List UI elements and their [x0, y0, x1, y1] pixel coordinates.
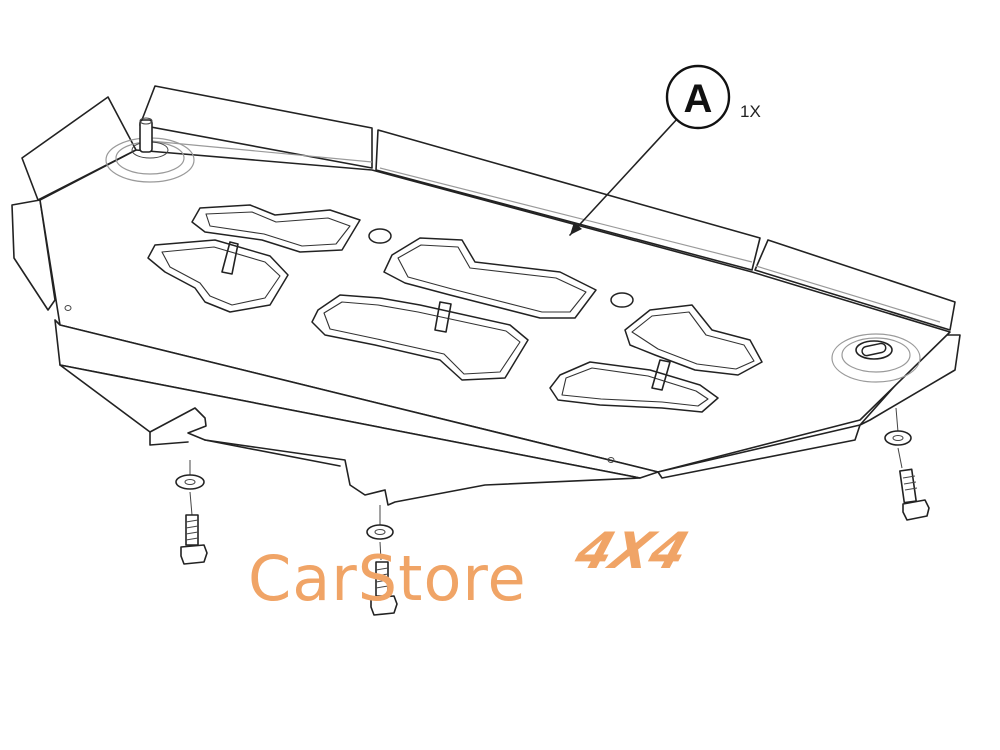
bolt-head [370, 595, 398, 616]
mounting-bracket [59, 364, 641, 506]
watermark-badge: 4X4 [567, 522, 695, 580]
right-side-flange [859, 334, 961, 426]
fastener-center [366, 505, 398, 616]
top-flange-2 [375, 129, 761, 271]
fastener-left [175, 460, 208, 565]
bolt-shank [185, 514, 199, 546]
strap [651, 359, 671, 391]
washer [884, 430, 912, 446]
vent-cutout [311, 294, 529, 381]
washer [175, 474, 205, 490]
vent-cutout [191, 204, 361, 253]
bolt-shank [899, 468, 917, 504]
vent-cutout [383, 237, 597, 319]
plate-hole-2 [610, 292, 634, 308]
right-stud-boss [831, 333, 921, 383]
watermark-brand: CarStore [248, 542, 527, 615]
washer [366, 524, 394, 540]
vent-cutouts [147, 204, 763, 413]
vent-cutout [624, 304, 763, 376]
strap [434, 301, 452, 333]
part-callout: A 1X [569, 64, 761, 236]
top-flange-3 [754, 239, 956, 331]
callout-quantity: 1X [740, 102, 761, 121]
top-flange-1 [139, 85, 373, 169]
left-stud-boss [105, 117, 195, 183]
bolt-head [180, 544, 208, 565]
mounting-stud [139, 119, 153, 153]
strap [221, 241, 239, 275]
callout-circle [665, 64, 731, 130]
plate-hole-1 [368, 228, 392, 244]
callout-part-letter: A [684, 77, 713, 121]
callout-leader [569, 117, 679, 236]
bolt-head [902, 499, 930, 521]
callout-arrowhead [570, 222, 582, 235]
skid-plate [11, 85, 961, 506]
watermark: CarStore 4X4 [248, 522, 695, 615]
vent-cutout [549, 361, 719, 413]
front-lip [54, 319, 659, 479]
fastener-right [884, 407, 930, 521]
left-side-flange [11, 199, 56, 311]
front-lip-right [657, 424, 861, 479]
